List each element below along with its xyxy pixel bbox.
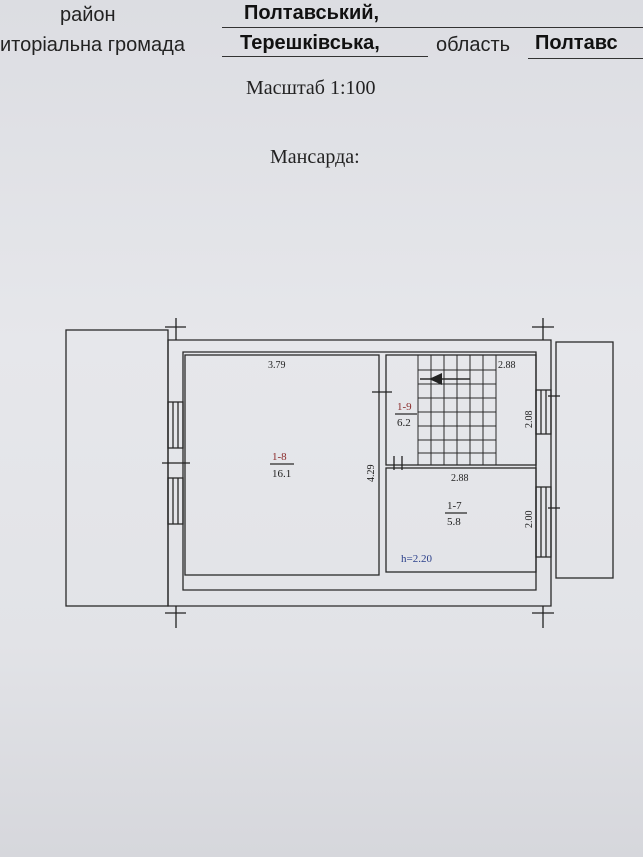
room-1-9-area: 6.2 <box>397 417 411 429</box>
dim-main-height: 4.29 <box>366 465 377 483</box>
region-label: область <box>436 34 511 56</box>
left-annex <box>65 329 169 607</box>
axis-marks <box>162 318 560 628</box>
room-1-8-number: 1-8 <box>272 451 287 463</box>
room-1-9-number: 1-9 <box>397 401 412 413</box>
room-1-8-area: 16.1 <box>272 468 291 480</box>
community-label: иторіальна громада <box>0 34 185 56</box>
district-value: Полтавський, <box>244 2 380 24</box>
region-underline <box>528 58 643 59</box>
stair-arrow <box>429 373 442 385</box>
staircase <box>417 354 497 466</box>
floor-title: Мансарда: <box>270 146 360 168</box>
ceiling-height: h=2.20 <box>401 553 432 565</box>
outer-wall <box>167 339 552 607</box>
right-annex <box>555 341 614 579</box>
dim-main-width: 3.79 <box>268 360 286 371</box>
dim-small-width: 2.88 <box>451 473 469 484</box>
district-label: район <box>60 4 116 26</box>
room-1-8 <box>184 354 380 576</box>
dim-small-height: 2.00 <box>524 511 535 529</box>
dim-stair-height: 2.08 <box>524 411 535 429</box>
dim-stair-width: 2.88 <box>498 360 516 371</box>
room-1-7-area: 5.8 <box>447 516 461 528</box>
scale-label: Масштаб 1:100 <box>246 77 376 99</box>
right-windows <box>535 389 552 558</box>
region-value: Полтавс <box>535 32 618 54</box>
community-value: Терешківська, <box>240 32 380 54</box>
left-windows <box>167 401 184 525</box>
district-underline <box>222 27 643 28</box>
room-1-7-number: 1-7 <box>447 500 462 512</box>
community-underline <box>222 56 428 57</box>
